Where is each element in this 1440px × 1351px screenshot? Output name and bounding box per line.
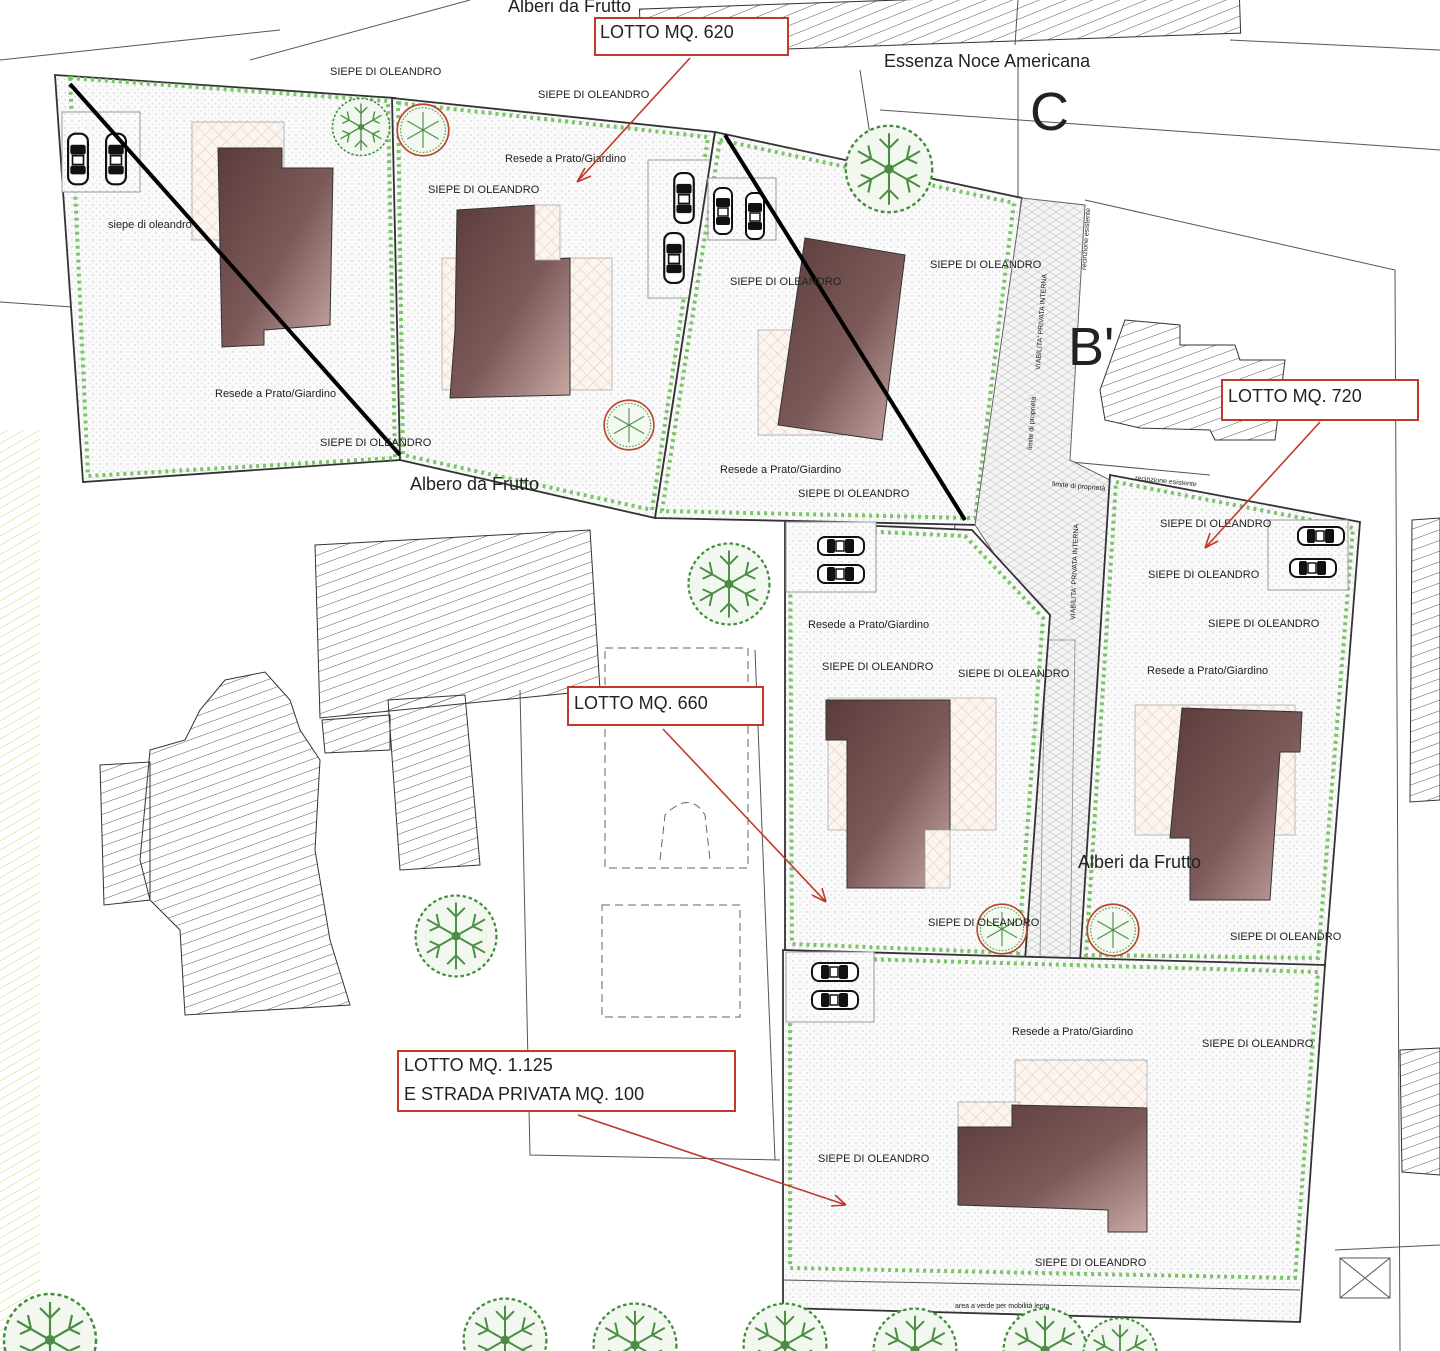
house-west xyxy=(217,147,334,348)
lot-660 xyxy=(784,521,1051,961)
car-icon xyxy=(1289,557,1337,579)
hedge-label: SIEPE DI OLEANDRO xyxy=(320,437,432,449)
tree-icon xyxy=(414,894,498,978)
lot-720 xyxy=(976,473,1361,966)
hedge-label: SIEPE DI OLEANDRO xyxy=(958,668,1070,680)
property-line-label: limite di proprietà xyxy=(1052,481,1106,493)
section-lines xyxy=(68,82,967,522)
callout-lot-620: LOTTO MQ. 620 xyxy=(576,17,789,183)
callout-text: LOTTO MQ. 620 xyxy=(600,22,734,42)
label-fruit-trees: Alberi da Frutto xyxy=(1078,852,1201,872)
house-north xyxy=(777,237,906,441)
label-fruit-trees-top: Alberi da Frutto xyxy=(508,0,631,16)
hedge-label: SIEPE DI OLEANDRO xyxy=(1035,1257,1147,1269)
hedge-label: SIEPE DI OLEANDRO xyxy=(1202,1038,1314,1050)
existing-buildings-west xyxy=(99,319,1440,1176)
existing-building-annex xyxy=(387,694,481,871)
hedge-label: SIEPE DI OLEANDRO xyxy=(538,89,650,101)
house-720 xyxy=(1169,707,1303,901)
lawn-label: Resede a Prato/Giardino xyxy=(1147,665,1268,677)
hedge-label: SIEPE DI OLEANDRO xyxy=(798,488,910,500)
fruit-tree-icon xyxy=(1086,903,1140,957)
callout-text: LOTTO MQ. 1.125 xyxy=(404,1055,553,1075)
property-line-label: limite di proprietà xyxy=(1027,396,1038,450)
callout-lot-720: LOTTO MQ. 720 xyxy=(1204,379,1419,549)
car-icon xyxy=(811,961,859,983)
tree-icon xyxy=(331,97,391,157)
fruit-tree-icon xyxy=(396,103,450,157)
hedge-label: SIEPE DI OLEANDRO xyxy=(930,259,1042,271)
private-road-label: VIABILITA' PRIVATA INTERNA xyxy=(1070,523,1080,620)
lawn-label: Resede a Prato/Giardino xyxy=(808,619,929,631)
car-icon xyxy=(713,186,733,236)
existing-building-east-2 xyxy=(1399,1047,1440,1176)
car-icon xyxy=(817,535,865,557)
hedge-label: SIEPE DI OLEANDRO xyxy=(330,66,442,78)
hedge-label: SIEPE DI OLEANDRO xyxy=(928,917,1040,929)
car-icon xyxy=(663,232,685,284)
tree-icon xyxy=(872,1307,958,1351)
label-walnut: Essenza Noce Americana xyxy=(884,51,1091,71)
fence-label: recinzione esistente xyxy=(1081,208,1092,270)
lawn-label: Resede a Prato/Giardino xyxy=(505,153,626,165)
section-letter-c: C xyxy=(1030,82,1069,142)
fruit-tree-icon xyxy=(976,903,1028,955)
hedge-label: SIEPE DI OLEANDRO xyxy=(1230,931,1342,943)
lawn-label: Resede a Prato/Giardino xyxy=(720,464,841,476)
existing-building-central xyxy=(139,671,351,1016)
callout-lot-1125: LOTTO MQ. 1.125 E STRADA PRIVATA MQ. 100 xyxy=(397,1050,847,1207)
car-icon xyxy=(1297,525,1345,547)
callout-text: LOTTO MQ. 660 xyxy=(574,693,708,713)
car-icon xyxy=(673,172,695,224)
car-icon xyxy=(811,989,859,1011)
car-icon xyxy=(67,132,89,186)
tree-icon xyxy=(687,542,771,626)
tree-icon xyxy=(462,1297,548,1351)
tree-icon xyxy=(844,124,934,214)
tree-icon xyxy=(1082,1317,1158,1351)
tree-icon xyxy=(592,1302,678,1351)
car-icon xyxy=(817,563,865,585)
hedge-label: SIEPE DI OLEANDRO xyxy=(1208,618,1320,630)
existing-building-side xyxy=(99,761,151,906)
callout-lot-660: LOTTO MQ. 660 xyxy=(567,686,827,903)
hedge-label: SIEPE DI OLEANDRO xyxy=(428,184,540,196)
lot-west xyxy=(54,74,401,483)
label-fruit-tree: Albero da Frutto xyxy=(410,474,539,494)
lot-center-north xyxy=(653,124,1023,526)
hedge-label: SIEPE DI OLEANDRO xyxy=(822,661,934,673)
callout-text: LOTTO MQ. 720 xyxy=(1228,386,1362,406)
hedge-label: SIEPE DI OLEANDRO xyxy=(1148,569,1260,581)
hedge-label: siepe di oleandro xyxy=(108,219,192,231)
yellow-hatched-strip xyxy=(0,430,40,1351)
green-strip-label: area a verde per mobilità lenta xyxy=(955,1303,1050,1310)
tree-icon xyxy=(742,1302,828,1351)
existing-building-north xyxy=(314,529,601,719)
hedge-label: SIEPE DI OLEANDRO xyxy=(730,276,842,288)
section-letter-b: B' xyxy=(1068,317,1114,377)
hedge-label: SIEPE DI OLEANDRO xyxy=(1160,518,1272,530)
hedge-label: SIEPE DI OLEANDRO xyxy=(818,1153,930,1165)
lawn-label: Resede a Prato/Giardino xyxy=(215,388,336,400)
lawn-label: Resede a Prato/Giardino xyxy=(1012,1026,1133,1038)
car-icon xyxy=(745,191,765,241)
fruit-tree-icon xyxy=(603,399,655,451)
callout-text: E STRADA PRIVATA MQ. 100 xyxy=(404,1084,644,1104)
house-1125 xyxy=(957,1104,1148,1233)
existing-building-east-1 xyxy=(1409,517,1440,803)
lot-1125 xyxy=(782,949,1326,1323)
existing-building-small xyxy=(321,714,391,754)
dashed-outlines xyxy=(519,647,781,1161)
